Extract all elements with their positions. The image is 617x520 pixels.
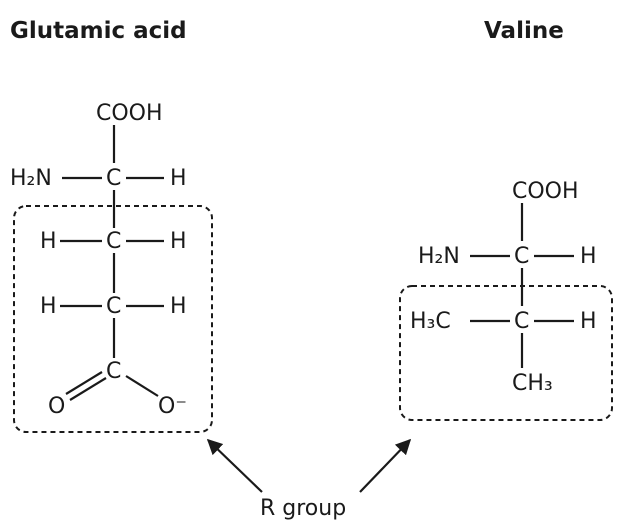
- glu-carboxyl-o: O: [48, 394, 65, 419]
- glutamic-acid-structure: COOH H₂N C H H C H H C H C O O⁻: [10, 101, 213, 433]
- valine-structure: COOH H₂N C H H₃C C H CH₃: [399, 179, 613, 421]
- arrow-to-glutamic-r-group: [206, 438, 263, 493]
- r-group-label: R group: [260, 496, 346, 520]
- title-glutamic-acid: Glutamic acid: [10, 18, 187, 44]
- glu-c2: C: [106, 229, 121, 254]
- glu-alpha-h: H: [170, 166, 187, 191]
- val-beta-c: C: [514, 309, 529, 334]
- val-alpha-c: C: [514, 244, 529, 269]
- glu-double-bond: [65, 371, 103, 395]
- title-valine: Valine: [484, 18, 564, 44]
- glu-c3: C: [106, 294, 121, 319]
- glu-carboxyl-o-minus: O⁻: [158, 394, 187, 419]
- glu-h2n: H₂N: [10, 166, 52, 191]
- val-ch3: CH₃: [512, 371, 553, 396]
- val-h3c: H₃C: [410, 309, 451, 334]
- glu-c2-h-left: H: [40, 229, 57, 254]
- val-r-group-box: [399, 285, 613, 421]
- arrow-to-valine-r-group: [359, 438, 412, 493]
- glu-c2-h-right: H: [170, 229, 187, 254]
- glu-alpha-c: C: [106, 166, 121, 191]
- glu-c3-h-right: H: [170, 294, 187, 319]
- glu-bond: [125, 375, 159, 397]
- val-h2n: H₂N: [418, 244, 460, 269]
- glu-c3-h-left: H: [40, 294, 57, 319]
- glu-cooh: COOH: [96, 101, 163, 126]
- val-cooh: COOH: [512, 179, 579, 204]
- val-beta-h: H: [580, 309, 597, 334]
- glu-carboxyl-c: C: [106, 359, 121, 384]
- glu-double-bond: [69, 377, 107, 401]
- val-alpha-h: H: [580, 244, 597, 269]
